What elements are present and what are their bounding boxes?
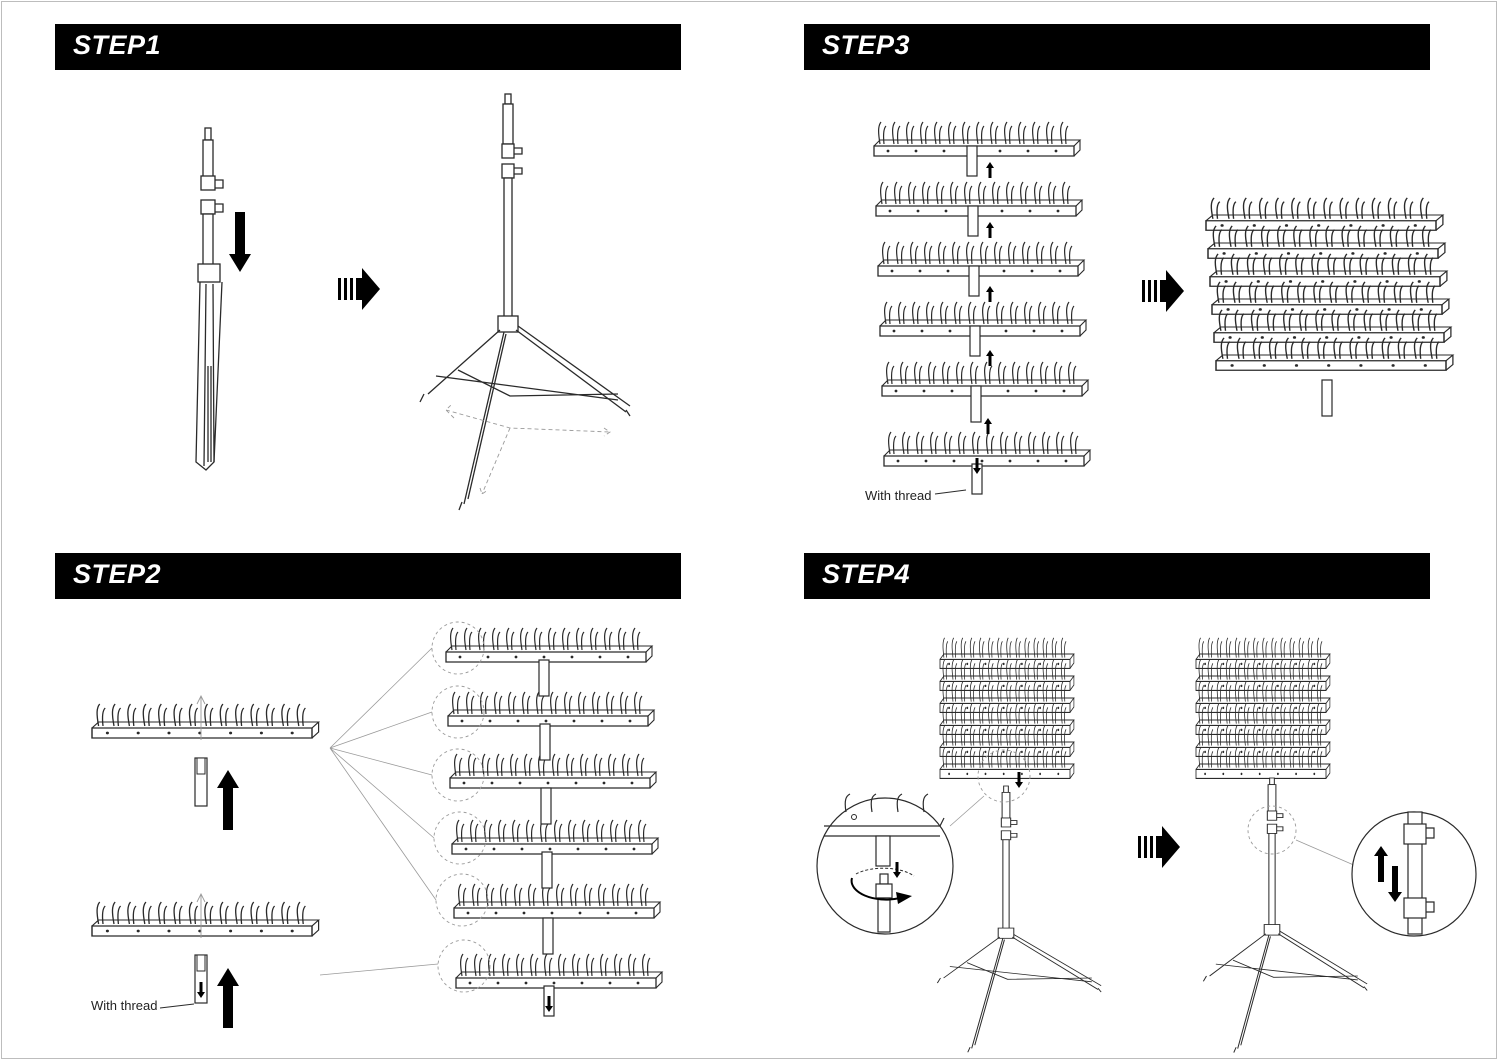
step3-connector-tubes xyxy=(966,145,983,495)
step1-next-arrow-icon xyxy=(338,268,380,310)
step4-title: STEP4 xyxy=(822,559,911,589)
step1-header: STEP1 xyxy=(55,24,681,70)
step3-assembled-panel xyxy=(1205,197,1454,417)
step4-next-arrow-icon xyxy=(1138,826,1180,868)
step4-panel-right xyxy=(1196,638,1330,779)
step2-rack-top xyxy=(91,694,320,807)
step4-header: STEP4 xyxy=(804,553,1430,599)
step2-with-thread-label: With thread xyxy=(91,998,158,1013)
step3-thread-pointer xyxy=(934,489,967,495)
step4-zoom-detail-right xyxy=(1295,811,1477,937)
step1-collapsed-stand xyxy=(195,127,224,471)
step4-detail-ring-right xyxy=(1247,805,1297,855)
step4-zoom-detail-left xyxy=(816,793,985,935)
step1-title: STEP1 xyxy=(73,30,162,60)
step4-panel-left xyxy=(940,638,1074,779)
step3-next-arrow-icon xyxy=(1142,270,1184,312)
step4-stand-left xyxy=(936,785,1102,1053)
step3-header: STEP3 xyxy=(804,24,1430,70)
step2-detail-circles xyxy=(431,621,491,993)
step2-rack-column xyxy=(445,627,663,989)
step1-down-arrow xyxy=(229,212,251,272)
step2-rack-bottom xyxy=(91,892,320,1004)
step4-stand-right xyxy=(1202,777,1368,1054)
step2-up-arrow-2 xyxy=(217,968,239,1028)
step2-title: STEP2 xyxy=(73,559,162,589)
step2-up-arrow-1 xyxy=(217,770,239,830)
step3-title: STEP3 xyxy=(822,30,911,60)
step2-thread-pointer xyxy=(159,1003,195,1009)
step2-header: STEP2 xyxy=(55,553,681,599)
step4-detail-ring-left xyxy=(977,749,1031,803)
step1-spread-guides xyxy=(445,403,611,495)
step3-with-thread-label: With thread xyxy=(865,488,932,503)
step1-open-tripod xyxy=(419,93,631,511)
step3-exploded-racks xyxy=(873,121,1091,467)
step2-fan-lines xyxy=(319,647,439,976)
